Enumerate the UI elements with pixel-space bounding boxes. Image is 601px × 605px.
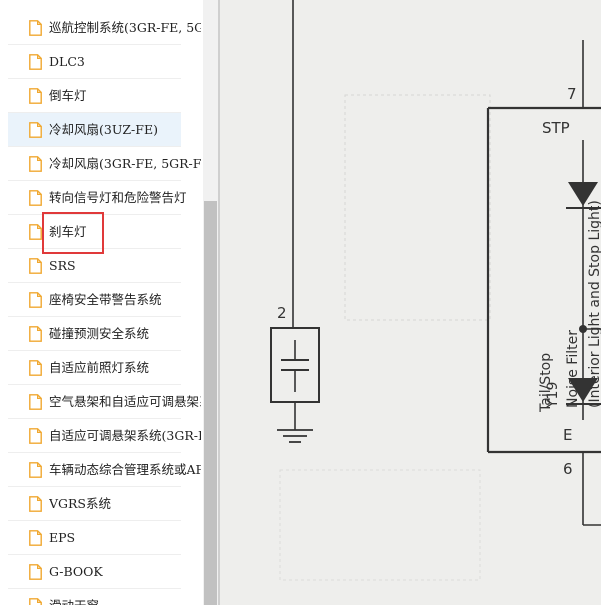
sidebar-item-label: 滑动天窗 <box>49 589 201 605</box>
wiring-diagram: 7 STP 2 E 6 Y19 Noise Filter (Interior L… <box>270 0 601 581</box>
sidebar-item-label: 冷却风扇(3GR-FE, 5GR-FE) <box>49 156 201 171</box>
sidebar-item[interactable]: 滑动天窗 <box>0 589 203 605</box>
sidebar-list: 巡航控制系统(3GR-FE, 5GR-FE) DLC3 倒车灯冷却风扇(3UZ-FE… <box>0 11 203 605</box>
divider <box>8 520 181 521</box>
divider <box>8 418 181 419</box>
sidebar-item[interactable]: DLC3 <box>0 45 203 79</box>
pin-tailstop-label: Tail/Stop <box>538 353 554 413</box>
document-icon <box>29 462 42 478</box>
document-icon <box>29 88 42 104</box>
sidebar-item-label: 巡航控制系统(3GR-FE, 5GR-FE) <box>49 20 201 35</box>
document-icon <box>29 258 42 274</box>
sidebar-item[interactable]: 冷却风扇(3GR-FE, 5GR-FE) <box>0 147 203 181</box>
sidebar-item-label: 空气悬架和自适应可调悬架系统 <box>49 394 201 409</box>
document-icon <box>29 224 42 240</box>
sidebar-item[interactable]: 自适应可调悬架系统(3GR-FE) <box>0 419 203 453</box>
divider <box>8 44 181 45</box>
pin-2-label: 2 <box>277 304 287 322</box>
component-name: Noise Filter <box>565 330 581 408</box>
sidebar-item[interactable]: VGRS系统 <box>0 487 203 521</box>
document-icon <box>29 190 42 206</box>
divider <box>8 248 181 249</box>
document-icon <box>29 326 42 342</box>
sidebar-item-label: 自适应可调悬架系统(3GR-FE) <box>49 428 201 443</box>
sidebar-item[interactable]: 倒车灯 <box>0 79 203 113</box>
sidebar-item[interactable]: SRS <box>0 249 203 283</box>
divider <box>8 384 181 385</box>
divider <box>8 146 181 147</box>
pin-stp-label: STP <box>542 119 570 137</box>
document-icon <box>29 54 42 70</box>
pin-e-label: E <box>563 426 572 444</box>
document-icon <box>29 598 42 605</box>
divider <box>8 180 181 181</box>
sidebar-item-label: G-BOOK <box>49 564 103 579</box>
document-icon <box>29 156 42 172</box>
sidebar-item[interactable]: 座椅安全带警告系统 <box>0 283 203 317</box>
sidebar-item[interactable]: 刹车灯 <box>0 215 203 249</box>
document-icon <box>29 428 42 444</box>
divider <box>8 486 181 487</box>
sidebar-item-label: SRS <box>49 258 76 273</box>
sidebar-item-label: 碰撞预测安全系统 <box>49 326 150 341</box>
divider <box>8 350 181 351</box>
pin-7-label: 7 <box>567 85 577 103</box>
scrollbar-thumb[interactable] <box>204 201 217 605</box>
divider <box>8 588 181 589</box>
document-icon <box>29 20 42 36</box>
sidebar: 巡航控制系统(3GR-FE, 5GR-FE) DLC3 倒车灯冷却风扇(3UZ-FE… <box>0 0 203 605</box>
sidebar-item-label: 刹车灯 <box>49 224 87 239</box>
document-icon <box>29 394 42 410</box>
divider <box>8 452 181 453</box>
divider <box>8 112 181 113</box>
divider <box>8 78 181 79</box>
document-icon <box>29 530 42 546</box>
sidebar-item[interactable]: 空气悬架和自适应可调悬架系统 <box>0 385 203 419</box>
sidebar-item[interactable]: 车辆动态综合管理系统或AFS <box>0 453 203 487</box>
divider <box>8 554 181 555</box>
sidebar-item[interactable]: 碰撞预测安全系统 <box>0 317 203 351</box>
sidebar-item-label: 座椅安全带警告系统 <box>49 292 162 307</box>
sidebar-item-label: 车辆动态综合管理系统或AFS <box>49 462 201 477</box>
document-icon <box>29 292 42 308</box>
sidebar-item-label: DLC3 <box>49 54 85 69</box>
document-icon <box>29 564 42 580</box>
component-description: (Interior Light and Stop Light) <box>587 200 601 408</box>
document-icon <box>29 122 42 138</box>
document-icon <box>29 360 42 376</box>
sidebar-item-label: 自适应前照灯系统 <box>49 360 150 375</box>
pane-divider[interactable] <box>218 0 220 605</box>
sidebar-item[interactable]: EPS <box>0 521 203 555</box>
divider <box>8 282 181 283</box>
divider <box>8 214 181 215</box>
sidebar-item-label: 冷却风扇(3UZ-FE) <box>49 122 158 137</box>
sidebar-item-label: EPS <box>49 530 76 545</box>
document-icon <box>29 496 42 512</box>
sidebar-item-label: 转向信号灯和危险警告灯 <box>49 190 187 205</box>
sidebar-item[interactable]: 巡航控制系统(3GR-FE, 5GR-FE) <box>0 11 203 45</box>
divider <box>8 316 181 317</box>
sidebar-item[interactable]: 自适应前照灯系统 <box>0 351 203 385</box>
sidebar-item[interactable]: 冷却风扇(3UZ-FE) <box>0 113 203 147</box>
wiring-diagram-pane: 7 STP 2 E 6 Y19 Noise Filter (Interior L… <box>220 0 601 605</box>
component-code: Y19 <box>545 382 561 409</box>
sidebar-item-label: VGRS系统 <box>49 496 111 511</box>
pin-6-label: 6 <box>563 460 573 478</box>
sidebar-item[interactable]: G-BOOK <box>0 555 203 589</box>
sidebar-item-label: 倒车灯 <box>49 88 87 103</box>
sidebar-item[interactable]: 转向信号灯和危险警告灯 <box>0 181 203 215</box>
